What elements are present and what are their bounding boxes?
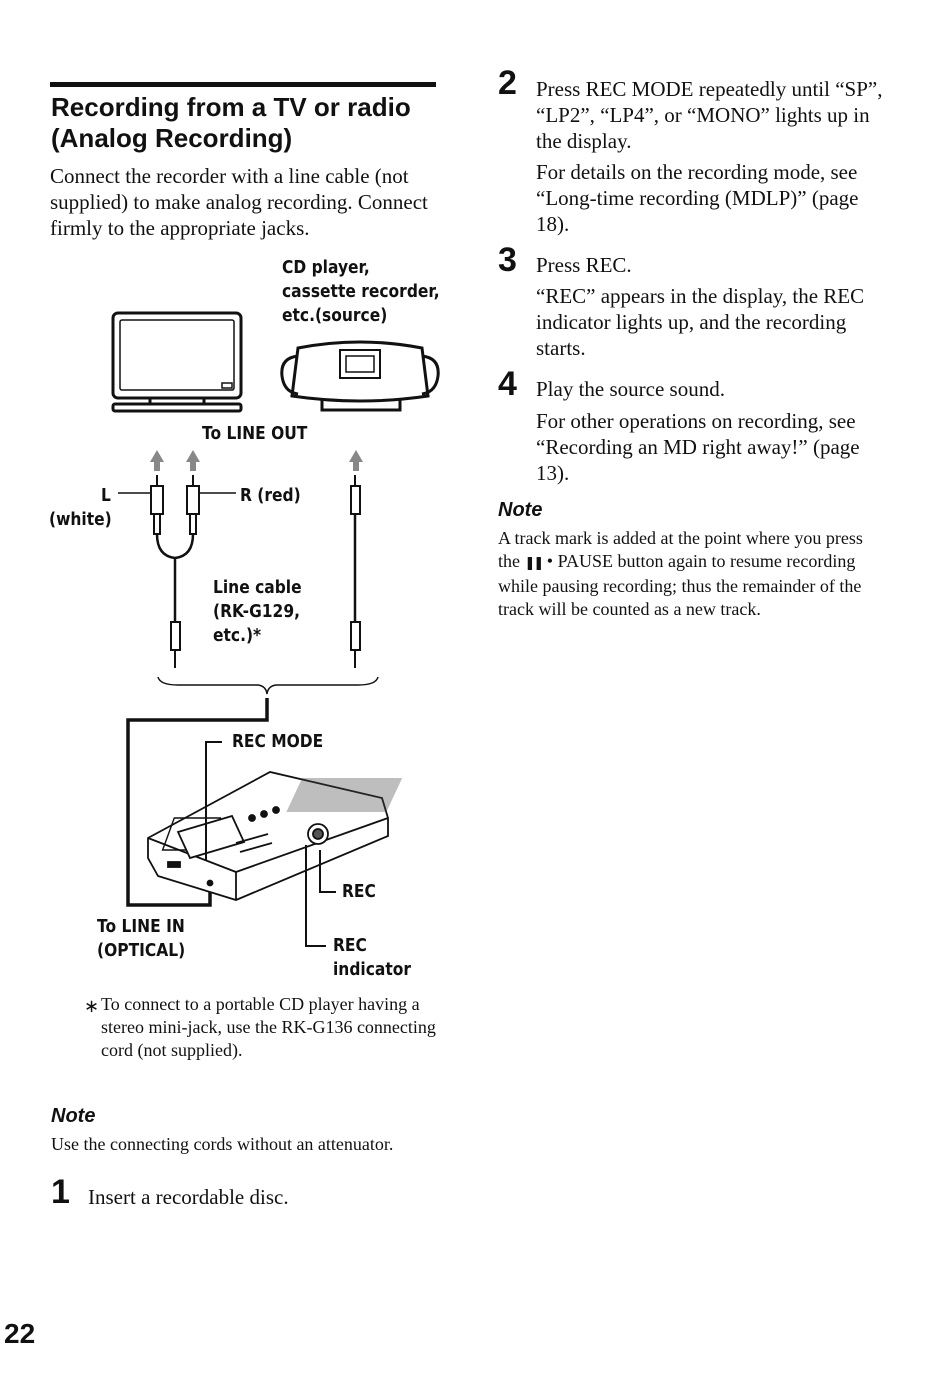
left-channel-label: L [101,485,111,506]
cd-player-illustration [280,340,440,412]
cable-label-line1: Line cable [213,577,302,598]
mini-plug-left [170,621,181,668]
step-text: Insert a recordable disc. [88,1185,289,1209]
step-number: 1 [51,1173,70,1211]
line-cable-stereo [155,533,195,622]
step-number: 3 [498,241,517,279]
step-detail: “REC” appears in the display, the REC in… [536,284,865,360]
section-title: Recording from a TV or radio (Analog Rec… [51,92,441,154]
title-rule [50,82,436,87]
line-in-label-line1: To LINE IN [97,916,185,937]
step-number: 2 [498,64,517,102]
note-text-after: • PAUSE button again to resume recording… [498,551,862,619]
note-heading: Note [51,1105,96,1127]
source-label-line1: CD player, [282,257,370,278]
white-label: (white) [49,509,112,530]
note-heading: Note [498,499,543,521]
footnote-text: To connect to a portable CD player havin… [101,994,436,1060]
step-text: Press REC. [536,253,632,277]
step-detail: For details on the recording mode, see “… [536,160,859,236]
leader-lines [205,741,336,947]
rec-indicator-label-line2: indicator [333,959,412,980]
step-detail: For other operations on recording, see “… [536,409,860,485]
cable-brace [157,676,379,695]
speaker-grille [286,778,403,812]
rec-mode-label: REC MODE [232,731,324,752]
page-number: 22 [4,1318,36,1349]
cable-label-line2: (RK-G129, [213,601,300,622]
intro-paragraph: Connect the recorder with a line cable (… [50,164,428,240]
tv-illustration [111,311,243,413]
rec-indicator-label-line1: REC [333,935,367,956]
footnote-mark: ∗ [84,996,100,1016]
pause-icon: ❚❚ [524,556,545,571]
note-text: Use the connecting cords without an atte… [51,1134,394,1154]
md-recorder-illustration [147,771,389,901]
right-channel-label: R (red) [240,485,301,506]
step-text: Press REC MODE repeatedly until “SP”, “L… [536,77,883,153]
source-label-line3: etc.(source) [282,305,388,326]
note-text: A track mark is added at the point where… [498,527,888,621]
step-number: 4 [498,365,517,403]
line-out-label: To LINE OUT [202,423,308,444]
step-text: Play the source sound. [536,377,725,401]
rca-plugs [118,475,236,535]
line-in-label-line2: (OPTICAL) [97,940,186,961]
cable-label-line3: etc.)* [213,625,262,646]
section-title-line1: Recording from a TV or radio [51,92,411,122]
source-label-line2: cassette recorder, [282,281,440,302]
line-cable-optical [350,475,361,668]
note-text-before: A track mark is added at the point where… [498,528,863,571]
signal-arrows [150,450,363,471]
section-title-line2: (Analog Recording) [51,123,293,153]
rec-label: REC [342,881,376,902]
line-in-connection [126,698,269,907]
